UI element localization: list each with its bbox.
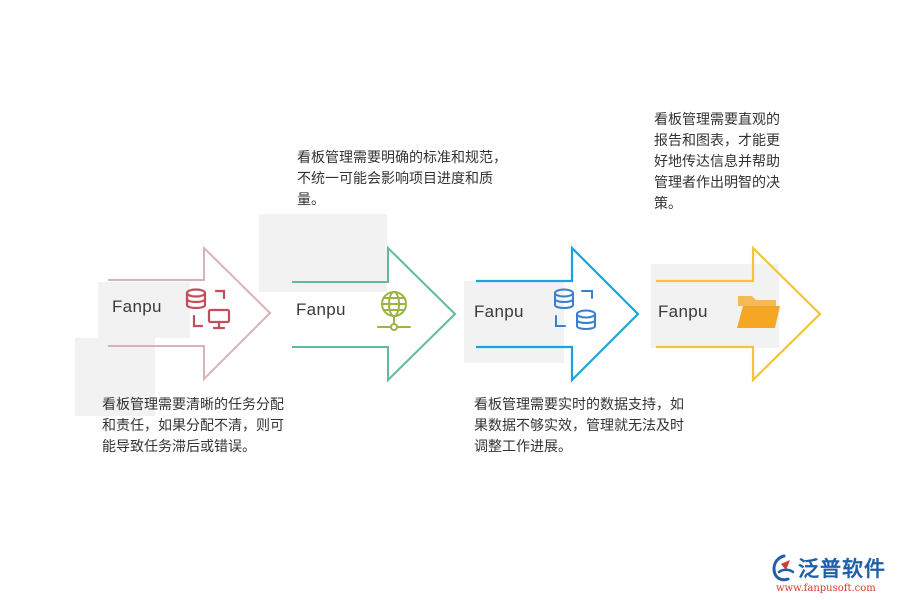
step-2-label: Fanpu — [296, 300, 346, 319]
database-sync-icon — [554, 288, 596, 330]
step-3-label: Fanpu — [474, 302, 524, 321]
logo-name: 泛普软件 — [798, 557, 886, 581]
brand-logo: 泛普软件 www.fanpusoft.com — [770, 552, 894, 598]
step-4-label: Fanpu — [658, 302, 708, 321]
step-1-label-box — [98, 282, 190, 338]
step-1-shadow-bottom — [75, 338, 155, 416]
step-1-description: 看板管理需要清晰的任务分配 和责任，如果分配不清，则可 能导致任务滞后或错误。 — [102, 397, 284, 455]
logo-url: www.fanpusoft.com — [776, 583, 876, 594]
step-3-label-box — [464, 281, 564, 363]
globe-network-icon — [377, 291, 411, 331]
step-3-description: 看板管理需要实时的数据支持，如 果数据不够实效，管理就无法及时 调整工作进展。 — [474, 397, 684, 455]
step-2-description: 看板管理需要明确的标准和规范， 不统一可能会影响项目进度和质 量。 — [297, 150, 507, 208]
step-2-shadow-top — [259, 214, 387, 292]
step-1-label: Fanpu — [112, 297, 162, 316]
database-computer-icon — [185, 288, 231, 330]
step-4-description: 看板管理需要直观的 报告和图表，才能更 好地传达信息并帮助 管理者作出明智的决 … — [654, 112, 780, 212]
fanpu-logo-mark-icon — [772, 554, 795, 582]
folder-icon — [737, 296, 780, 328]
